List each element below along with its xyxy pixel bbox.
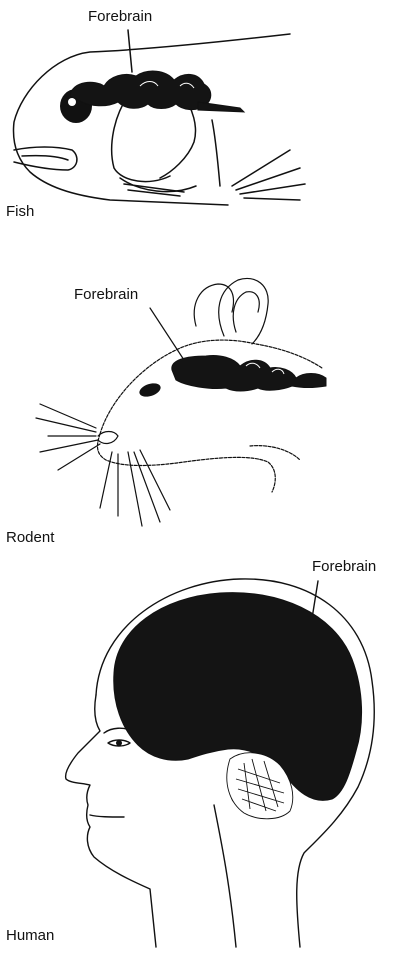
rodent-ear-back [194,284,233,326]
fish-body-outline [14,34,290,205]
rodent-forebrain-pointer [150,308,184,360]
human-mouth [90,815,124,817]
fish-panel: Forebrain Fish [0,0,403,240]
fish-head-drawing [0,0,403,240]
fish-forebrain-pointer [128,30,132,72]
fish-fin-rays [232,150,305,200]
fish-caption: Fish [6,203,34,221]
human-neck [214,805,236,947]
human-head-drawing [0,555,403,962]
rodent-panel: Forebrain Rodent [0,240,403,555]
fish-brain [70,71,244,112]
rodent-eye [138,381,163,399]
rodent-forebrain-label: Forebrain [74,286,138,304]
human-caption: Human [6,927,54,945]
fish-forebrain-label: Forebrain [88,8,152,26]
rodent-caption: Rodent [6,529,54,547]
human-panel: Forebrain Human [0,555,403,962]
rodent-brain [172,355,326,391]
human-forebrain-label: Forebrain [312,558,376,576]
fish-mouth [14,147,77,170]
rodent-head-drawing [0,240,403,555]
rodent-nose [98,432,118,444]
rodent-ear-front [219,278,268,344]
